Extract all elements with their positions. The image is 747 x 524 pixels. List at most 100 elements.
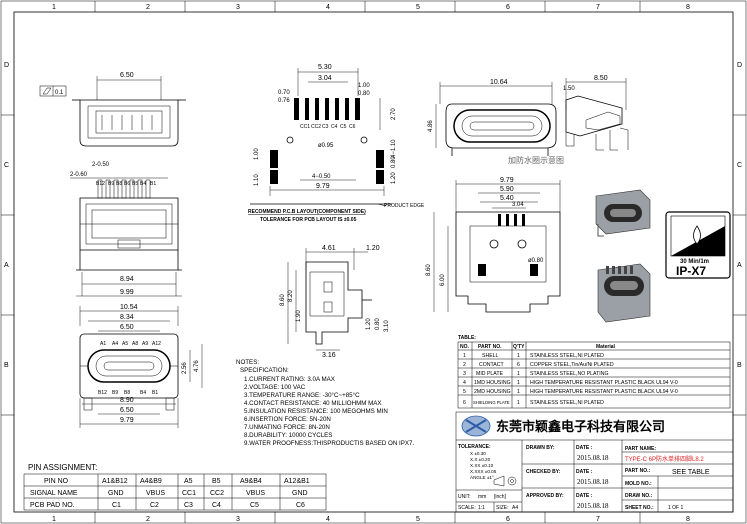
unit-alt: [inch]	[494, 494, 507, 500]
bom-h-no: NO.	[460, 344, 470, 350]
dim-080a: 0.80	[358, 91, 370, 97]
pin-pad-6: C6	[296, 502, 305, 509]
dim-600: 6.00	[440, 274, 446, 286]
pin-b8: B8	[124, 390, 130, 396]
unit-label: UNIT:	[458, 494, 471, 500]
pin-signal-4: CC2	[210, 490, 224, 497]
dim-894: 8.94	[120, 276, 134, 283]
sheet-no-label: SHEET NO.:	[625, 505, 654, 511]
grid-top-3: 3	[236, 4, 240, 11]
pin-a5: A5	[122, 341, 128, 347]
note-2: 2.VOLTAGE: 100 VAC	[244, 384, 306, 391]
pin-a8: A8	[132, 341, 138, 347]
tol-row-3: X.XX ±0.10	[470, 463, 494, 468]
bom-h-material: Material	[596, 344, 616, 350]
bom-r3-part: MID PLATE	[476, 371, 504, 377]
company-logo	[461, 415, 491, 437]
grid-right-a: A	[737, 262, 742, 269]
dim-486: 4.86	[428, 120, 434, 132]
part-name-label: PART NAME:	[625, 446, 656, 452]
waterproof-caption: 加防水圈示意图	[508, 155, 564, 165]
bom-h-part: PART NO.	[478, 344, 502, 350]
pin-b9: B9	[112, 390, 118, 396]
bom-r4-mat: HIGH TEMPERATURE RESISTANT PLASTIC BLACK…	[530, 380, 678, 386]
company-name: 东莞市颖鑫电子科技有限公司	[496, 419, 665, 434]
bom-h-qty: Q'TY	[513, 344, 525, 350]
date-drawn: 2015.08.18	[577, 454, 609, 462]
sheet-no-value: 1 OF 1	[668, 505, 684, 511]
grid-top-6: 6	[506, 4, 510, 11]
dim-979-right: 9.79	[500, 177, 514, 184]
part-no-label: PART NO.:	[625, 468, 651, 474]
pin-a4: A4	[112, 341, 118, 347]
bom-r3-no: 3	[463, 371, 466, 377]
grid-left-d: D	[4, 62, 9, 69]
bom-r2-qty: 6	[517, 362, 520, 368]
unit-value: mm	[478, 494, 486, 500]
tolerance-value: 0.1	[55, 90, 64, 96]
grid-top-2: 2	[146, 4, 150, 11]
pin-signal-3: CC1	[182, 490, 196, 497]
recommend-pcb-line2: TOLERANCE FOR PCB LAYOUT IS ±0.05	[260, 217, 357, 223]
pin-h-a4b9: A4&B9	[140, 478, 162, 485]
dim-120-side: 1.20	[366, 245, 380, 252]
pin-a9: A9	[142, 341, 148, 347]
pin-label-b8: B8	[116, 181, 122, 187]
pin-label-b4: B4	[140, 181, 146, 187]
dim-100a: 1.00	[358, 83, 370, 89]
draw-no-label: DRAW NO.:	[625, 493, 653, 499]
recommend-pcb-line1: RECOMMEND P.C.B LAYOUT(COMPONENT SIDE)	[248, 209, 366, 215]
product-render-2	[597, 263, 651, 323]
water-drop-icon	[693, 225, 701, 245]
dim-540: 5.40	[500, 195, 514, 202]
grid-top-8: 8	[686, 4, 690, 11]
ip-rating-badge: 30 Min/1m IP-X7	[665, 211, 731, 279]
dim-left-2-050: 2-0.50	[92, 162, 110, 168]
pin-h-a12b1: A12&B1	[284, 478, 310, 485]
dim-304: 3.04	[318, 75, 332, 82]
dim-070: 0.70	[278, 90, 290, 96]
bom-r3-qty: 1	[517, 371, 520, 377]
dim-100b: 1.00	[254, 148, 260, 160]
dim-860-side: 8.60	[280, 294, 286, 306]
pin-label-b5: B5	[132, 181, 138, 187]
dim-304-right: 3.04	[512, 202, 524, 208]
pcb-layout-view: 5.30 3.04 1.00 0.80 0.70 0.76 CC1 CC2 C3…	[248, 64, 425, 223]
pad-label-cc1: CC1	[300, 124, 310, 130]
grid-top-1: 1	[52, 4, 56, 11]
dim-120: 1.20	[391, 172, 397, 184]
pad-label-c4: C4	[331, 124, 338, 130]
grid-right-c: C	[737, 162, 742, 169]
note-7: 7.UNMATING FORCE: 8N-20N	[244, 424, 330, 431]
pin-pad-4: C4	[212, 502, 221, 509]
pin-signal-1: GND	[108, 490, 124, 497]
tol-row-1: X ±0.30	[470, 451, 486, 456]
size-label: SIZE:	[496, 505, 509, 511]
grid-labels: 1 2 3 4 5 6 7 8 1 2 3 4 5 6 7 8 D C A B …	[4, 4, 742, 523]
dim-834: 8.34	[120, 314, 134, 321]
pin-h-a1b12: A1&B12	[102, 478, 128, 485]
bom-r2-mat: COPPER STEEL,Tin/Au/Ni PLATED	[530, 362, 614, 368]
projection-symbol-icon	[493, 475, 517, 487]
pin-h-pinno: PIN NO	[44, 478, 69, 485]
bom-r6-part: SHIELDING PLATE	[473, 400, 510, 405]
tol-row-4: X.XXX ±0.05	[470, 469, 497, 474]
note-3: 3.TEMPERATURE RANGE: -30°C~+85°C	[244, 392, 360, 399]
bottom-mating-view: 10.54 8.34 6.50 A1 A4 A5 A8 A9 A12 B12 B…	[79, 304, 203, 428]
bom-r2-part: CONTACT	[479, 362, 505, 368]
scale-value: 1:1	[478, 505, 485, 511]
dim-1054: 10.54	[120, 304, 138, 311]
dim-860-right: 8.60	[426, 264, 432, 276]
scale-label: SCALE:	[458, 505, 476, 511]
bom-r5-qty: 1	[517, 389, 520, 395]
pin-label-b1: B1	[150, 181, 156, 187]
grid-bot-8: 8	[686, 516, 690, 523]
pin-assign-title: PIN ASSIGNMENT:	[28, 463, 97, 472]
pin-b4: B4	[140, 390, 146, 396]
pin-label-b9: B9	[108, 181, 114, 187]
tol-row-5: ANGLE ±1°	[470, 475, 494, 480]
grid-bot-3: 3	[236, 516, 240, 523]
dim-110: 1.10	[254, 174, 260, 186]
dim-270: 2.70	[391, 108, 397, 120]
